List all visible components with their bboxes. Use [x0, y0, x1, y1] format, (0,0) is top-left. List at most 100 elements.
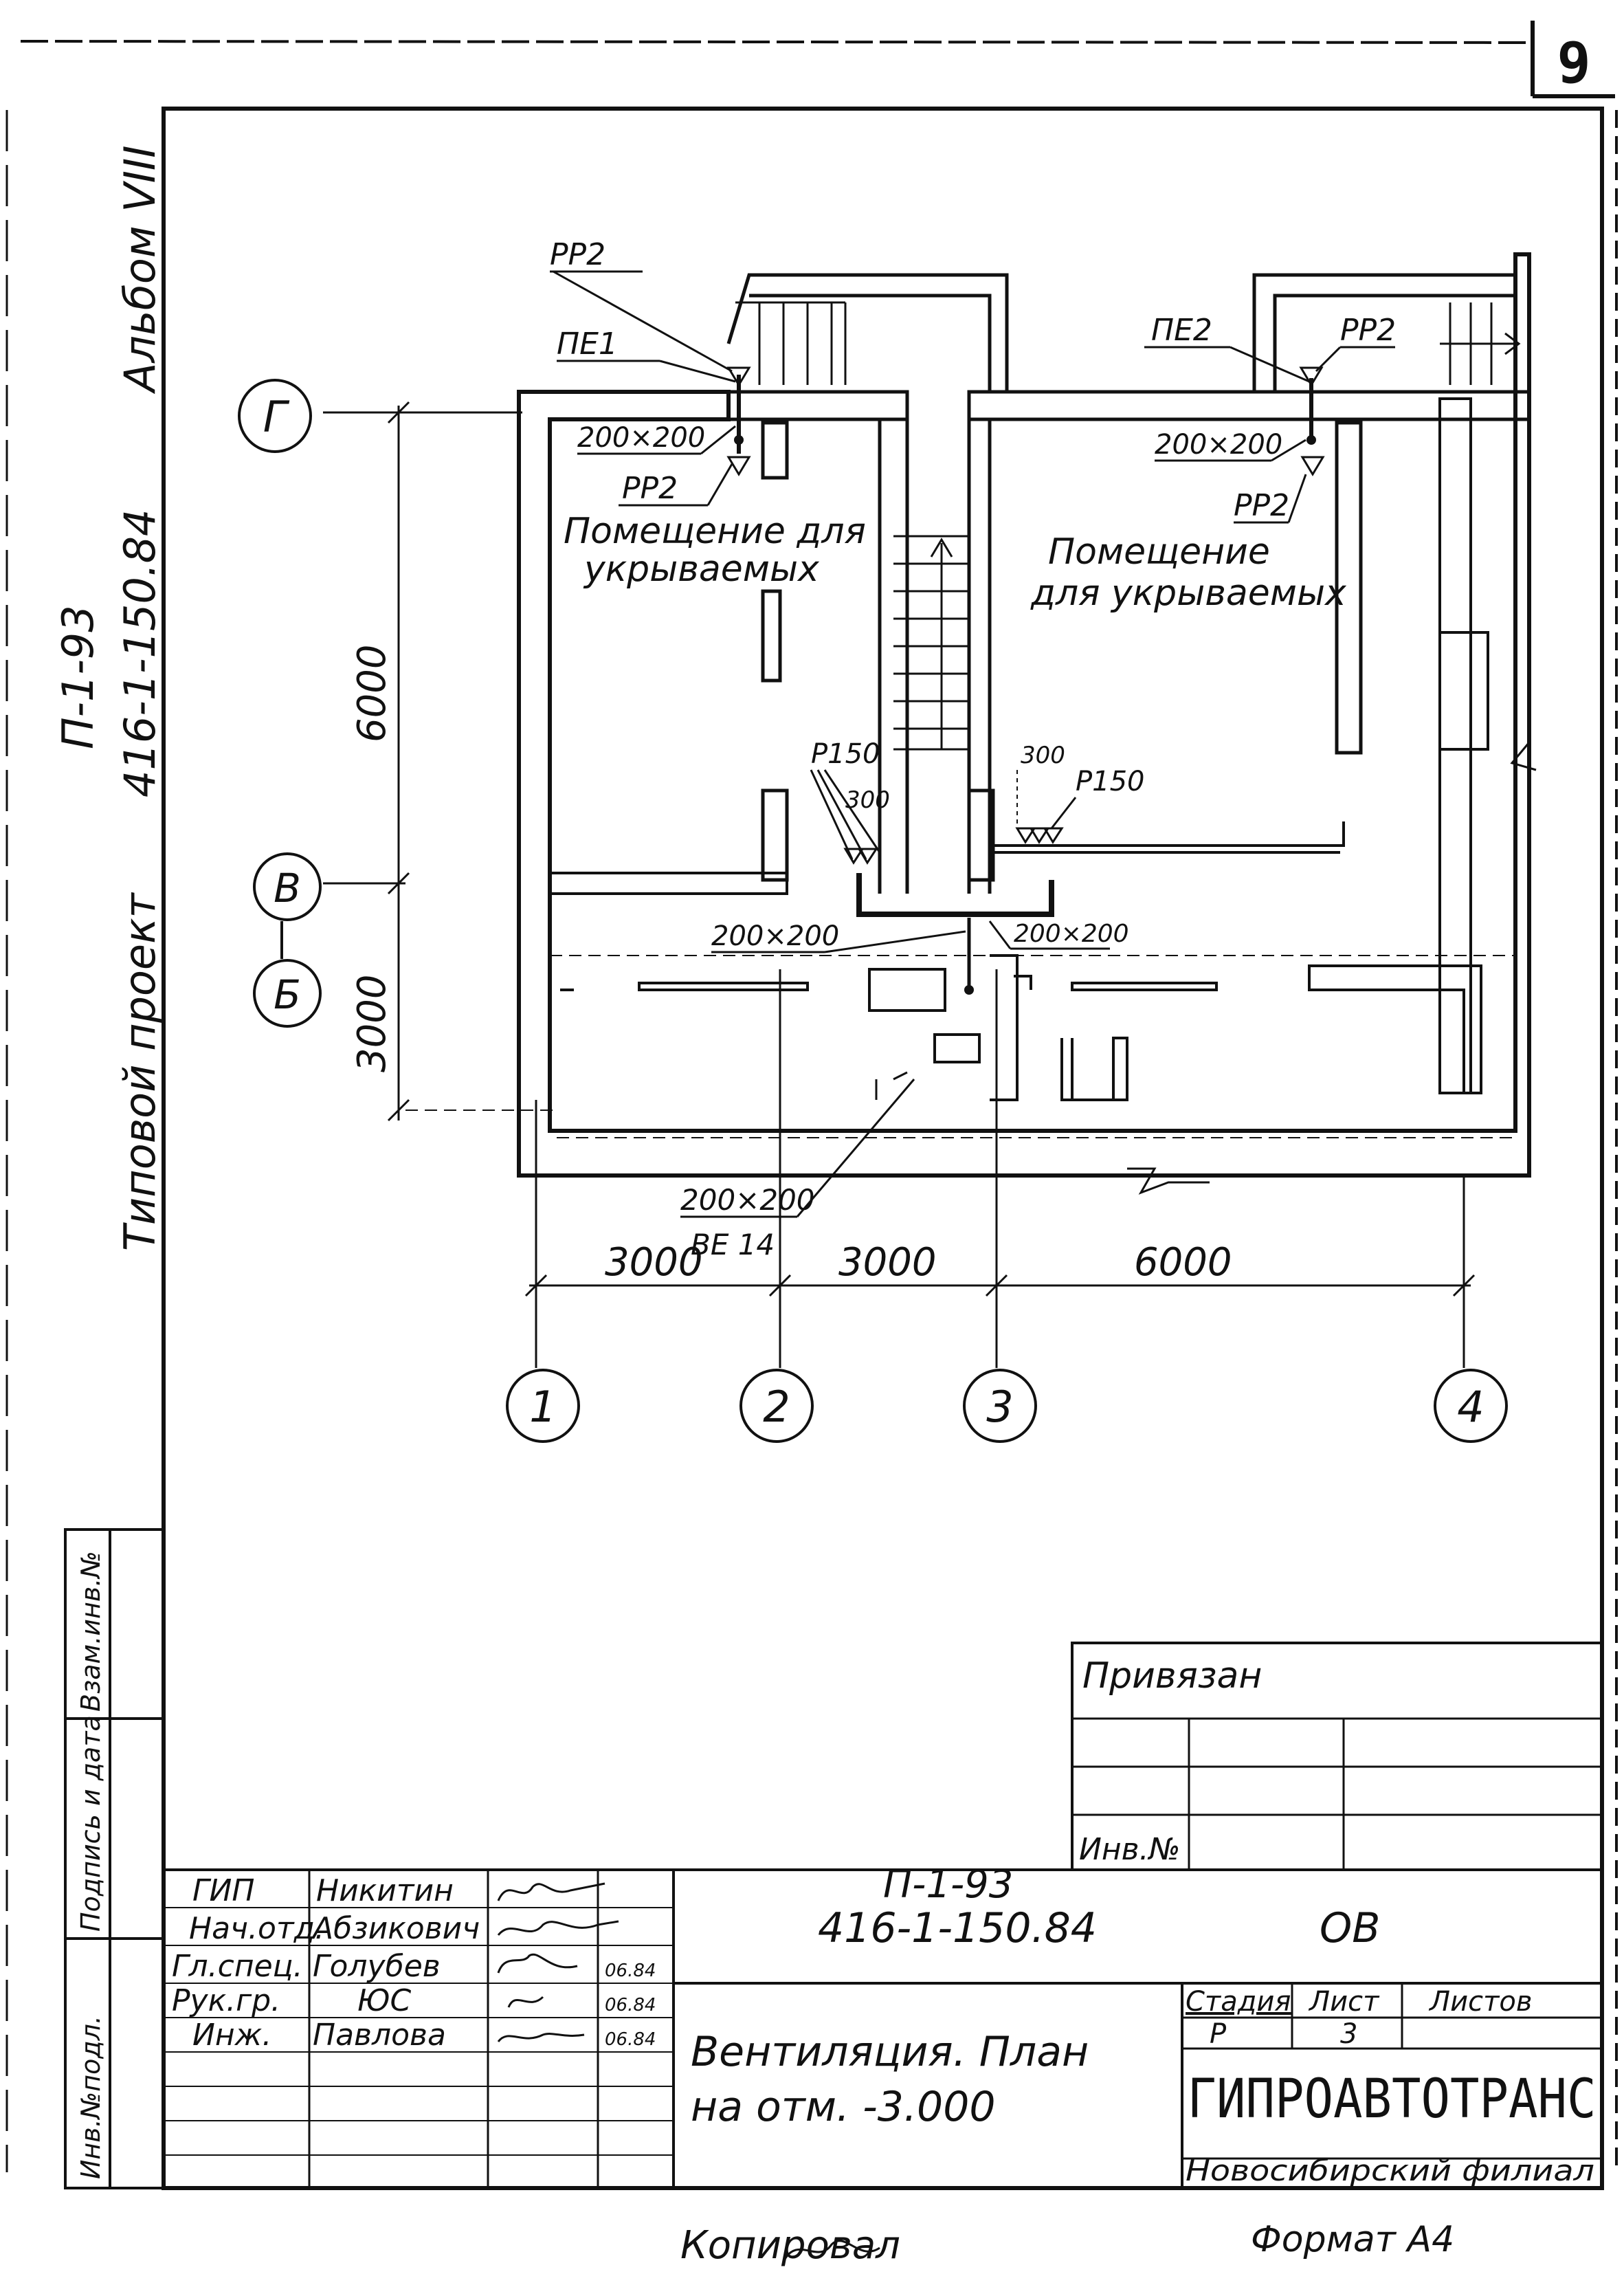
axis-bubble-col — [1434, 1369, 1508, 1443]
album-label: Альбом VIII — [115, 146, 165, 395]
project-code-top: П-1-93 — [53, 605, 103, 749]
top-wall-right — [967, 390, 1531, 421]
footer-format: Формат А4 — [1251, 2219, 1454, 2260]
side-cell-vzam: Взам.инв.№ — [76, 1551, 106, 1712]
axis-bubble-row — [238, 379, 312, 453]
corridor-wall — [1308, 964, 1482, 1094]
axis-label-col-2: 2 — [763, 1382, 790, 1432]
label-pp2-right: РР2 — [1234, 488, 1289, 523]
label-size-center-right: 200×200 — [1014, 920, 1129, 948]
duct-point — [1306, 435, 1316, 445]
axis-label-row-v: В — [274, 865, 301, 912]
staff-name: ЮС — [357, 1983, 412, 2018]
org-subname: Новосибирский филиал — [1186, 2154, 1594, 2187]
pier — [761, 589, 782, 683]
staff-date: 06.84 — [605, 2029, 656, 2050]
stair-treads-top — [735, 301, 1521, 385]
org-name: ГИПРОАВТОТРАНС — [1188, 2068, 1597, 2130]
center-walls — [875, 1071, 908, 1100]
axis-label-row-b: Б — [274, 971, 301, 1018]
axis-bubble-col — [506, 1369, 580, 1443]
label-300-right: 300 — [1021, 742, 1065, 769]
sheet-title-line1: Вентиляция. План — [691, 2028, 1089, 2076]
corridor-wall — [1071, 982, 1218, 991]
center-block — [933, 1033, 981, 1063]
axis-label-col-1: 1 — [529, 1382, 556, 1432]
central-stair-treads — [893, 535, 969, 751]
label-300-left: 300 — [845, 786, 890, 814]
label-size-right-top: 200×200 — [1155, 429, 1282, 461]
axis-bubble-row — [253, 959, 322, 1028]
stage-label: Стадия — [1186, 1986, 1291, 2018]
sheet-top-edge — [20, 40, 1533, 44]
pier — [1438, 631, 1489, 751]
label-size-center-left: 200×200 — [711, 920, 839, 952]
duct-point — [964, 985, 974, 995]
label-p150-right: Р150 — [1076, 766, 1144, 797]
side-cell-signature: Подпись и дата — [76, 1715, 106, 1932]
label-size-left-top: 200×200 — [577, 422, 705, 454]
corridor-wall — [638, 982, 809, 991]
staff-date: 06.84 — [605, 1961, 656, 1981]
sheet-value: 3 — [1340, 2018, 1357, 2050]
doc-code-top: П-1-93 — [883, 1862, 1013, 1907]
axis-bubble-col — [739, 1369, 814, 1443]
stair-enclosure-left — [726, 273, 1009, 394]
signatures — [497, 1882, 880, 2262]
break-line — [1127, 1167, 1210, 1195]
staff-name: Никитин — [316, 1873, 454, 1908]
pier — [761, 788, 789, 882]
axis-label-col-3: 3 — [986, 1382, 1013, 1432]
dim-vertical-6000: 6000 — [350, 644, 394, 742]
outer-wall — [517, 252, 1531, 1178]
sheet-title-line2: на отм. -3.000 — [691, 2083, 996, 2131]
project-label: Типовой проект — [115, 892, 165, 1251]
axis-lines — [323, 401, 1476, 1368]
axis-bubble-col — [963, 1369, 1037, 1443]
label-pe2: ПЕ2 — [1151, 313, 1212, 348]
room-left-line2: укрываемых — [583, 549, 820, 590]
corridor-wall — [550, 872, 788, 895]
footer-copied: Копировал — [680, 2223, 900, 2268]
top-wall — [519, 390, 909, 421]
sheets-label: Листов — [1428, 1986, 1532, 2018]
center-block — [868, 968, 946, 1012]
stair-enclosure-right — [1252, 273, 1515, 392]
staff-table: ГИП Никитин Нач.отд. Абзикович Гл.спец. … — [172, 1873, 656, 2053]
sheet-label: Лист — [1308, 1986, 1380, 2018]
label-pe1: ПЕ1 — [557, 327, 618, 362]
label-p150-left: Р150 — [811, 738, 880, 770]
project-code-bottom: 416-1-150.84 — [115, 509, 165, 797]
label-be14: ВЕ 14 — [691, 1228, 775, 1261]
section-code: ОВ — [1320, 1904, 1380, 1952]
staff-role: Рук.гр. — [172, 1983, 280, 2018]
drawing-frame — [162, 107, 1604, 2190]
duct-center — [856, 873, 1054, 917]
staff-name: Павлова — [313, 2018, 446, 2053]
dim-horizontal-3000-a: 3000 — [605, 1240, 703, 1285]
side-title: Типовой проект П-1-93 416-1-150.84 Альбо… — [53, 146, 165, 1252]
pier — [761, 421, 789, 480]
central-stair-walls — [878, 419, 992, 894]
inv-no-label: Инв.№ — [1079, 1832, 1180, 1867]
staff-date: 06.84 — [605, 1995, 656, 2016]
room-left-line1: Помещение для — [564, 511, 866, 552]
staff-role: Гл.спец. — [172, 1949, 303, 1984]
label-pp2-left: РР2 — [622, 471, 678, 506]
staff-role: Инж. — [192, 2018, 271, 2053]
page-number: 9 — [1557, 31, 1590, 96]
floor-plan — [405, 252, 1537, 1195]
doc-code: 416-1-150.84 — [818, 1904, 1097, 1952]
staff-name: Абзикович — [311, 1911, 480, 1946]
axis-label-col-4: 4 — [1457, 1382, 1484, 1432]
room-right-line2: для укрываемых — [1030, 573, 1347, 614]
room-right-line1: Помещение — [1048, 531, 1270, 573]
center-walls — [1060, 1037, 1128, 1101]
duct-point — [734, 435, 744, 445]
staff-role: ГИП — [192, 1873, 255, 1908]
staff-name: Голубев — [313, 1949, 441, 1984]
corridor-wall — [990, 821, 1345, 854]
stamp-lines — [64, 1528, 1603, 2189]
label-size-bottom: 200×200 — [680, 1183, 815, 1217]
